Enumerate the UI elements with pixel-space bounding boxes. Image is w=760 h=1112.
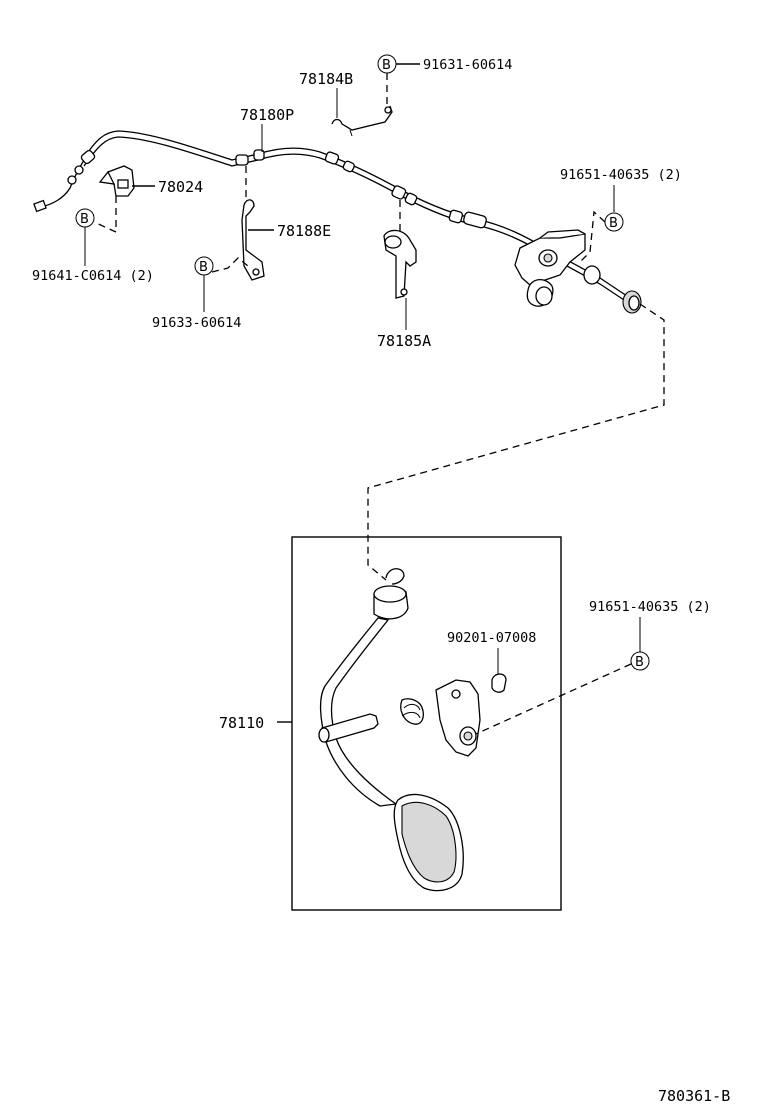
label-78188E: 78188E bbox=[245, 166, 331, 240]
return-spring bbox=[400, 698, 425, 725]
part-number-78110: 78110 bbox=[219, 714, 264, 732]
bolt-symbol-icon bbox=[630, 651, 650, 671]
label-91651-40635-top: 91651-40635 (2) B bbox=[560, 167, 682, 263]
washer-90201-07008 bbox=[491, 673, 507, 693]
pedal-assembly-box bbox=[291, 536, 562, 911]
label-91631-60614: B 91631-60614 bbox=[377, 54, 512, 108]
bolt-letter: B bbox=[80, 212, 89, 227]
label-78184B: 78184B bbox=[299, 70, 353, 118]
part-number-91651-40635-bottom: 91651-40635 (2) bbox=[589, 599, 711, 615]
part-number-78184B: 78184B bbox=[299, 70, 353, 88]
accelerator-pedal-78110 bbox=[318, 568, 464, 892]
bracket-78184B bbox=[331, 105, 393, 137]
bolt-letter: B bbox=[382, 58, 391, 73]
bolt-letter: B bbox=[609, 216, 618, 231]
label-90201-07008: 90201-07008 bbox=[447, 630, 536, 674]
part-number-78180P: 78180P bbox=[240, 106, 294, 124]
part-number-91633-60614: 91633-60614 bbox=[152, 315, 241, 331]
part-number-91641-C0614: 91641-C0614 (2) bbox=[32, 268, 154, 284]
label-78185A: 78185A bbox=[377, 200, 431, 350]
label-78110: 78110 bbox=[219, 714, 292, 732]
accelerator-cable-78180P bbox=[33, 130, 642, 314]
figure-id: 780361-B bbox=[658, 1087, 730, 1105]
label-78180P: 78180P bbox=[240, 106, 294, 152]
part-number-78188E: 78188E bbox=[277, 222, 331, 240]
clamp-78188E bbox=[241, 199, 265, 281]
cable-to-pedal-link-line bbox=[367, 303, 665, 581]
label-91651-40635-bottom: 91651-40635 (2) B bbox=[475, 599, 711, 735]
label-91633-60614: B 91633-60614 bbox=[152, 256, 249, 331]
part-number-90201-07008: 90201-07008 bbox=[447, 630, 536, 646]
part-number-78185A: 78185A bbox=[377, 332, 431, 350]
bolt-letter: B bbox=[199, 260, 208, 275]
part-number-78024: 78024 bbox=[158, 178, 203, 196]
throttle-linkage-bracket bbox=[514, 229, 586, 307]
clamp-78185A bbox=[383, 229, 417, 299]
pedal-bracket bbox=[435, 679, 481, 757]
label-91641-C0614: B 91641-C0614 (2) bbox=[32, 208, 154, 284]
bracket-78024 bbox=[98, 165, 135, 197]
label-78024: 78024 bbox=[93, 178, 203, 233]
part-number-91651-40635-top: 91651-40635 (2) bbox=[560, 167, 682, 183]
bolt-letter: B bbox=[635, 655, 644, 670]
part-number-91631-60614: 91631-60614 bbox=[423, 57, 512, 73]
